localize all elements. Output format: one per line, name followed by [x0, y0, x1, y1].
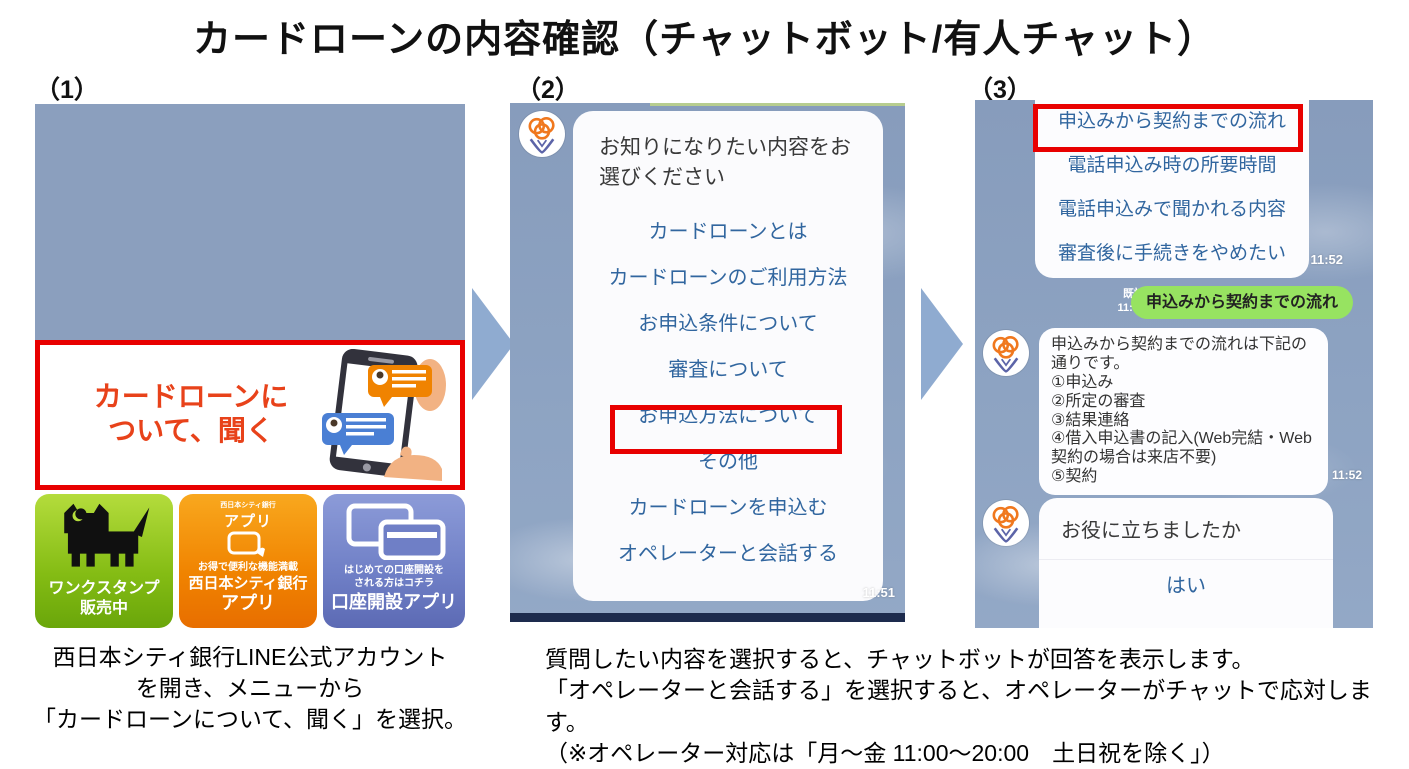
option-apply-cardloan[interactable]: カードローンを申込む — [628, 496, 828, 519]
option-conditions[interactable]: お申込条件について — [638, 312, 818, 335]
highlight-box-how-to-apply — [610, 405, 842, 454]
banner-text-line1: カードローンに — [93, 381, 289, 413]
phone-chat-illustration-icon — [322, 349, 446, 481]
step-1-caption-line3: 「カードローンについて、聞く」を選択。 — [32, 706, 467, 733]
option-how-to-use[interactable]: カードローンのご利用方法 — [608, 266, 848, 289]
option-what-is-cardloan[interactable]: カードローンとは — [648, 220, 808, 243]
option-cancel-after-screening[interactable]: 審査後に手続きをやめたい — [1057, 243, 1286, 264]
option-how-to-apply[interactable]: お申込方法について — [638, 404, 818, 427]
bank-bot-avatar — [983, 500, 1029, 546]
caption2-line1: 質問したい内容を選択すると、チャットボットが回答を表示します。 — [545, 646, 1255, 672]
app2-label-line2: アプリ — [221, 592, 275, 613]
orange-chat-bubble-icon — [368, 365, 432, 407]
banner-text-line2: ついて、聞く — [108, 415, 274, 446]
caption2-line2: 「オペレーターと会話する」を選択すると、オペレーターがチャットで応対します。 — [545, 677, 1372, 735]
feedback-question: お役に立ちましたか — [1061, 520, 1241, 542]
black-dog-icon — [64, 503, 150, 567]
app3-tagline-line2: される方はコチラ — [354, 577, 434, 589]
feedback-yes-button[interactable]: はい — [1166, 575, 1206, 597]
bank-bot-avatar — [519, 111, 565, 157]
page-title: カードローンの内容確認（チャットボット/有人チャット） — [193, 19, 1216, 61]
step-2-label: （2） — [516, 76, 580, 104]
blurred-chat-area — [35, 104, 465, 340]
bank-cards-icon — [346, 503, 446, 561]
app3-tagline-line1: はじめての口座開設を — [344, 565, 444, 576]
bank-app-icon[interactable]: 西日本シティ銀行 アプリ お得で便利な機能満載 西日本シティ銀行 アプリ — [179, 494, 317, 628]
hand-icon — [384, 455, 442, 481]
app2-label-line1: 西日本シティ銀行 — [188, 574, 308, 592]
apply-submenu-card: 申込みから契約までの流れ 電話申込み時の所要時間 電話申込みで聞かれる内容 審査… — [1035, 100, 1309, 278]
chatbot-prompt-text: お知りになりたい内容をお選びください — [599, 136, 851, 189]
bank-logo-icon — [992, 336, 1019, 373]
arrow-step2-to-step3-icon — [921, 288, 963, 400]
step-1-caption-line1: 西日本シティ銀行LINE公式アカウント — [52, 644, 448, 670]
bank-logo-icon — [528, 117, 555, 154]
feedback-divider — [1039, 559, 1333, 560]
panel3-options-timestamp: 11:52 — [1310, 252, 1343, 267]
step-2-3-caption: 質問したい内容を選択すると、チャットボットが回答を表示します。 「オペレーターと… — [545, 644, 1409, 769]
banner-speech-bubble: カードローンに ついて、聞く — [72, 369, 314, 459]
panel2-timestamp: 11:51 — [862, 585, 895, 600]
step-1-caption: 西日本シティ銀行LINE公式アカウント を開き、メニューから 「カードローンにつ… — [10, 642, 490, 735]
app2-graphic-tiny-label: 西日本シティ銀行 — [220, 502, 276, 509]
panel2-bottom-bar — [510, 613, 905, 622]
blue-chat-bubble-icon — [322, 413, 394, 455]
step-1-label: （1） — [35, 76, 99, 104]
option-other[interactable]: その他 — [698, 450, 758, 473]
panel-1-line-menu: カードローンに ついて、聞く — [35, 104, 465, 628]
step-3-label: （3） — [968, 76, 1032, 104]
option-talk-to-operator[interactable]: オペレーターと会話する — [618, 542, 838, 565]
panel-2-chatbot-menu: お知りになりたい内容をお選びください カードローンとは カードローンのご利用方法… — [510, 103, 905, 622]
panel2-top-line — [650, 103, 905, 106]
option-flow-to-contract[interactable]: 申込みから契約までの流れ — [1057, 111, 1286, 132]
app2-tagline: お得で便利な機能満載 — [198, 562, 298, 573]
app2-graphic-label: アプリ — [223, 513, 272, 530]
app1-label-line1: ワンクスタンプ — [48, 580, 160, 597]
cardloan-menu-banner[interactable]: カードローンに ついて、聞く — [35, 340, 465, 490]
arrow-step1-to-step2-icon — [472, 288, 514, 400]
app3-label: 口座開設アプリ — [331, 592, 457, 612]
bank-bot-avatar — [983, 330, 1029, 376]
chatbot-menu-card: お知りになりたい内容をお選びください カードローンとは カードローンのご利用方法… — [573, 111, 883, 601]
option-screening[interactable]: 審査について — [668, 358, 788, 381]
wanku-stamp-app-icon[interactable]: ワンクスタンプ 販売中 — [35, 494, 173, 628]
user-message-bubble: 申込みから契約までの流れ — [1130, 286, 1353, 319]
caption2-line3: （※オペレーター対応は「月～金 11:00～20:00 土日祝を除く」） — [545, 739, 1225, 766]
phone-tap-icon — [227, 531, 265, 557]
feedback-card: お役に立ちましたか はい — [1039, 498, 1333, 628]
option-phone-apply-questions[interactable]: 電話申込みで聞かれる内容 — [1057, 199, 1286, 220]
account-open-app-icon[interactable]: はじめての口座開設を される方はコチラ 口座開設アプリ — [323, 494, 465, 628]
bot-reply-bubble: 申込みから契約までの流れは下記の 通りです。 ①申込み ②所定の審査 ③結果連絡… — [1039, 328, 1328, 495]
chatbot-option-list: カードローンとは カードローンのご利用方法 お申込条件について 審査について お… — [573, 209, 883, 577]
highlight-box-flow-to-contract — [1033, 104, 1303, 152]
app1-label-line2: 販売中 — [79, 600, 128, 617]
bank-logo-icon — [992, 506, 1019, 543]
bot-reply-timestamp: 11:52 — [1332, 468, 1363, 482]
step-1-caption-line2: を開き、メニューから — [135, 675, 365, 702]
option-phone-apply-time[interactable]: 電話申込み時の所要時間 — [1067, 155, 1277, 176]
panel-3-chatbot-answer: 申込みから契約までの流れ 電話申込み時の所要時間 電話申込みで聞かれる内容 審査… — [975, 100, 1373, 628]
